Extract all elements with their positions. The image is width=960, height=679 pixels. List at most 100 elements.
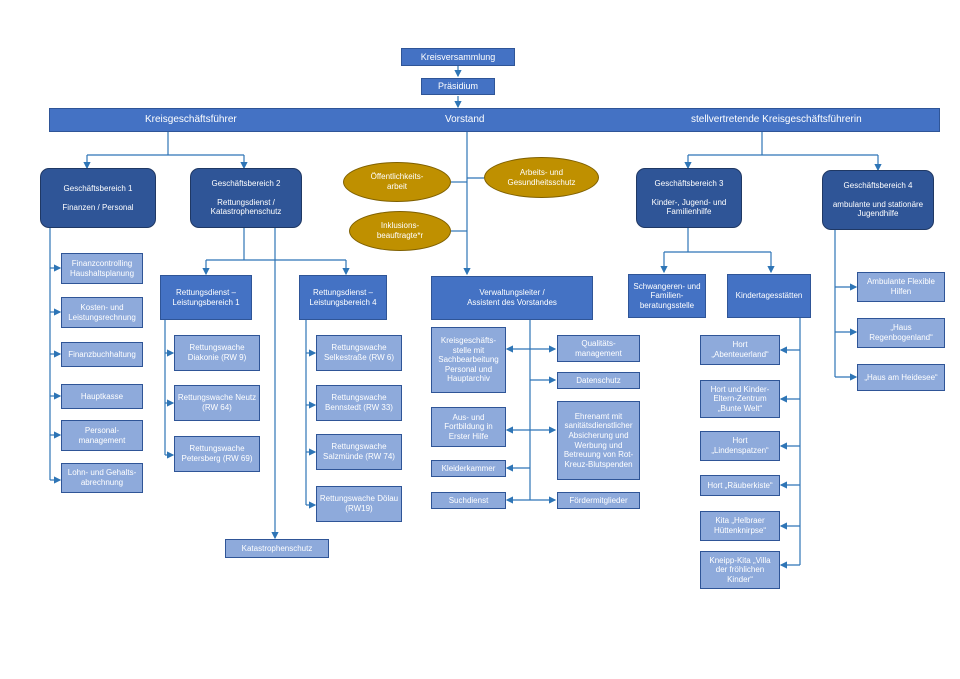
item-line: Diakonie (RW 9): [187, 353, 247, 362]
item-line: Kita „Helbraer: [715, 516, 765, 526]
item-line: Absicherung und: [568, 430, 629, 440]
vw-right-item: Datenschutz: [557, 372, 640, 389]
vw-right-item: Fördermitglieder: [557, 492, 640, 509]
geschaeftsbereich-1: Geschäftsbereich 1 Finanzen / Personal: [40, 168, 156, 228]
item-line: abrechnung: [80, 478, 124, 487]
lb-title: Leistungsbereich 4: [309, 297, 377, 307]
item-line: Kreisgeschäfts-: [440, 336, 497, 346]
item-line: „Haus am Heidesee“: [864, 372, 938, 382]
item-line: Qualitäts-: [581, 338, 616, 348]
item-line: Hort „Räuberkiste“: [707, 480, 773, 490]
item-line: Hort: [732, 436, 748, 446]
item-line: Finanzbuchhaltung: [68, 349, 136, 359]
item-line: Finanzcontrolling: [71, 258, 133, 268]
item-line: (RW 64): [202, 403, 232, 412]
vw-title: Verwaltungsleiter /: [479, 288, 545, 298]
item-line: „Lindenspatzen“: [711, 446, 769, 455]
item-line: Petersberg (RW 69): [181, 454, 253, 463]
item-line: Schwangeren- und: [633, 281, 701, 291]
item-line: Hauptkasse: [80, 391, 124, 401]
item-line: management: [575, 348, 622, 358]
item-line: Personal und: [444, 364, 493, 374]
item-line: Kosten- und: [80, 302, 124, 312]
item-line: Hüttenknirpse“: [713, 526, 767, 535]
katastrophenschutz-box: Katastrophenschutz: [225, 539, 329, 558]
gb1-item: Personal-management: [61, 420, 143, 451]
lb-title: Leistungsbereich 1: [172, 297, 240, 307]
band-center-label: Vorstand: [445, 114, 485, 125]
item-line: Eltern-Zentrum: [713, 394, 767, 404]
item-line: „Haus: [890, 323, 912, 333]
item-line: Regenbogenland“: [869, 333, 933, 342]
item-line: Hauptarchiv: [447, 374, 490, 384]
band-left-label: Kreisgeschäftsführer: [145, 114, 237, 125]
item-line: der fröhlichen: [715, 565, 765, 575]
item-line: Rettungswache: [189, 444, 245, 454]
gb1-item: Finanzbuchhaltung: [61, 342, 143, 367]
gb-subtitle: Finanzen / Personal: [62, 202, 134, 212]
praesidium-box: Präsidium: [421, 78, 495, 95]
item-line: Hilfen: [890, 287, 912, 296]
item-line: Rettungswache: [189, 343, 245, 353]
oval-line: Öffentlichkeits-: [370, 172, 424, 181]
vw-left-item: Suchdienst: [431, 492, 506, 509]
item-line: stelle mit: [452, 345, 485, 355]
vorstand-band: Kreisgeschäftsführer Vorstand stellvertr…: [49, 108, 940, 132]
gb-title: Geschäftsbereich 3: [654, 179, 724, 189]
oval-line: Arbeits- und: [519, 167, 564, 177]
leistungsbereich-4: Rettungsdienst –Leistungsbereich 4: [299, 275, 387, 320]
item-line: Personal-: [84, 425, 120, 435]
kita-item: Hort„Abenteuerland“: [700, 335, 780, 365]
lb-title: Rettungsdienst –: [312, 287, 374, 297]
gb1-item: Hauptkasse: [61, 384, 143, 409]
item-line: Werbung und: [574, 440, 623, 450]
oval-oeffentlichkeit: Öffentlichkeits- arbeit: [343, 162, 451, 202]
leistungsbereich-1: Rettungsdienst –Leistungsbereich 1: [160, 275, 252, 320]
item-line: Selkestraße (RW 6): [323, 353, 395, 362]
item-line: Kinder“: [727, 574, 753, 584]
item-line: Rettungswache Dölau: [319, 494, 399, 504]
item-line: Leistungsrechnung: [68, 312, 136, 322]
gb4-item: „Haus am Heidesee“: [857, 364, 945, 391]
item-line: Sachbearbeitung: [438, 355, 499, 365]
item-line: Datenschutz: [576, 375, 621, 385]
item-line: Hort und Kinder-: [710, 384, 770, 394]
oval-line: Gesundheitsschutz: [507, 177, 576, 187]
oval-line: beauftragte*r: [376, 231, 424, 240]
item-line: Fortbildung in: [444, 422, 493, 432]
kita-item: Hort und Kinder-Eltern-Zentrum„Bunte Wel…: [700, 380, 780, 418]
geschaeftsbereich-3: Geschäftsbereich 3 Kinder-, Jugend- und …: [636, 168, 742, 228]
lb-title: Rettungsdienst –: [175, 287, 237, 297]
oval-arbeitsschutz: Arbeits- und Gesundheitsschutz: [484, 157, 599, 198]
rettungswache: Rettungswache Neutz(RW 64): [174, 385, 260, 421]
oval-line: Inklusions-: [380, 221, 420, 230]
item-line: Rettungswache Neutz: [177, 393, 257, 403]
kreisversammlung-box: Kreisversammlung: [401, 48, 515, 66]
item-line: Lohn- und Gehalts-: [67, 468, 137, 478]
item-line: Familien-: [650, 291, 684, 301]
item-line: (RW19): [345, 504, 373, 513]
item-line: Hort: [732, 340, 748, 350]
item-line: beratungsstelle: [639, 300, 695, 310]
band-right-label: stellvertretende Kreisgeschäftsführerin: [691, 114, 862, 125]
item-line: Ehrenamt mit: [574, 411, 623, 421]
gb-subtitle: Kinder-, Jugend- und: [651, 197, 727, 207]
kita-item: Hort„Lindenspatzen“: [700, 431, 780, 461]
item-line: Ambulante Flexible: [866, 277, 936, 287]
item-line: Kreuz-Blutspenden: [564, 459, 633, 469]
gb-title: Geschäftsbereich 4: [843, 181, 913, 191]
vw-title: Assistent des Vorstandes: [467, 298, 557, 307]
vw-right-item: Qualitäts-management: [557, 335, 640, 362]
gb-subtitle: ambulante und stationäre: [832, 199, 924, 209]
item-line: Bennstedt (RW 33): [325, 403, 393, 412]
